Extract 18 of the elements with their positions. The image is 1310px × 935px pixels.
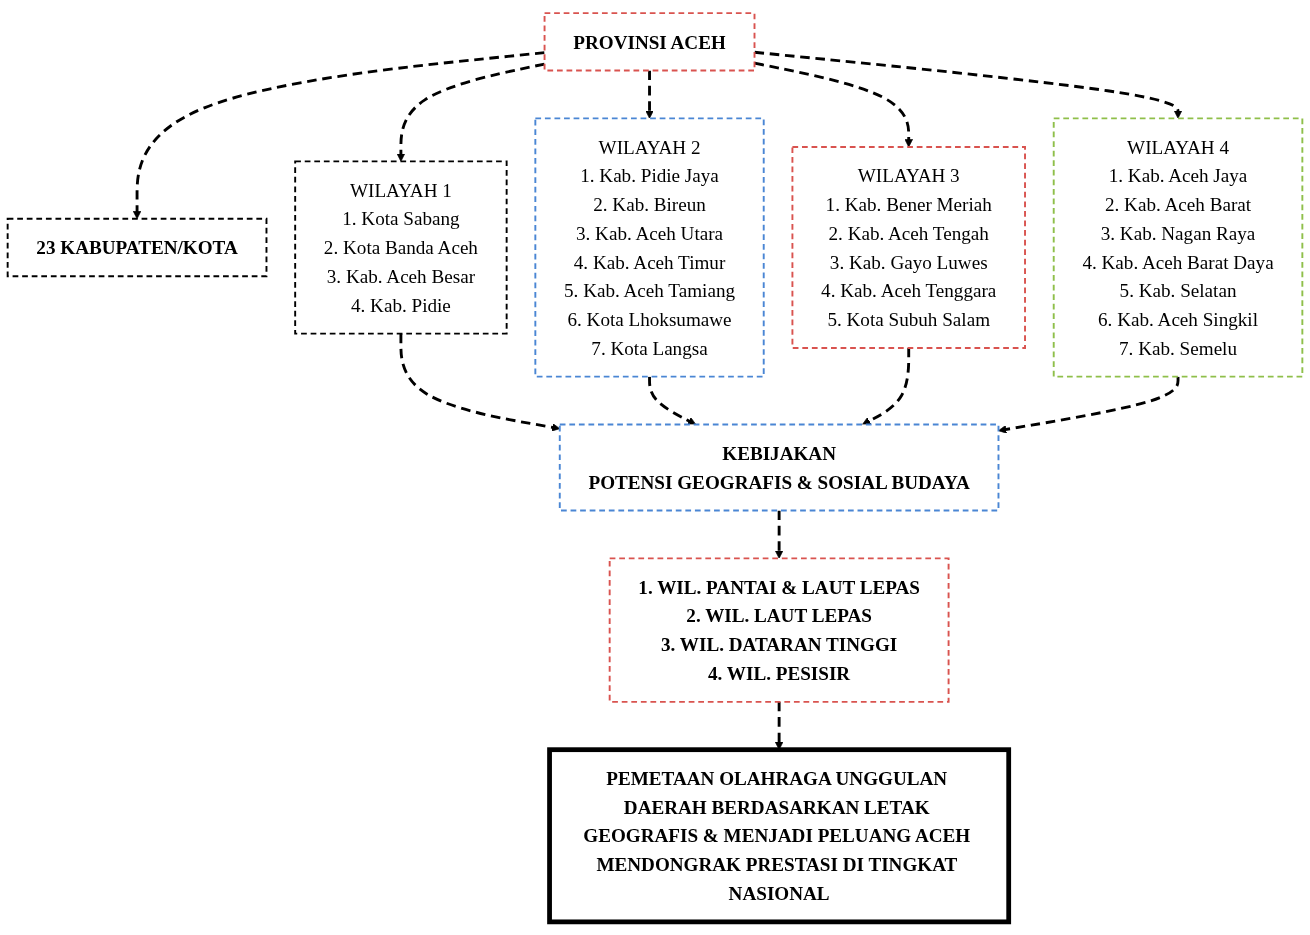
node-box: PROVINSI ACEH <box>543 12 756 72</box>
node-box: KEBIJAKAN POTENSI GEOGRAFIS & SOSIAL BUDAYA <box>558 423 1000 512</box>
node-box: 1. WIL. PANTAI & LAUT LEPAS 2. WIL. LAUT LEPAS 3. WIL. DATARAN TINGGI 4. WIL. PESISIR <box>608 557 950 703</box>
node-box: WILAYAH 1 1. Kota Sabang 2. Kota Banda Aceh 3. Kab. Aceh Besar 4. Kab. Pidie <box>294 160 508 335</box>
arrow <box>396 62 545 162</box>
node-box: WILAYAH 3 1. Kab. Bener Meriah 2. Kab. Aceh Tengah 3. Kab. Gayo Luwes 4. Kab. Aceh Tenggara 5. Kota Subuh Salam <box>791 146 1026 349</box>
node-box: WILAYAH 2 1. Kab. Pidie Jaya 2. Kab. Bireun 3. Kab. Aceh Utara 4. Kab. Aceh Timur 5. Kab. Aceh Tamiang 6. Kota Lhoksumawe 7. Kota Langsa <box>534 117 765 378</box>
node-box: PEMETAAN OLAHRAGA UNGGULAN DAERAH BERDASARKAN LETAK GEOGRAFIS & MENJADI PELUANG ACEH MENDONGRAK PRESTASI DI TINGKAT NASIONAL <box>547 747 1012 925</box>
node-box: 23 KABUPATEN/KOTA <box>6 217 268 278</box>
arrow <box>132 51 545 220</box>
node-box: WILAYAH 4 1. Kab. Aceh Jaya 2. Kab. Aceh Barat 3. Kab. Nagan Raya 4. Kab. Aceh Barat Daya 5. Kab. Selatan 6. Kab. Aceh Singkil 7. Kab. Semelu <box>1052 117 1304 378</box>
arrow <box>774 510 784 559</box>
arrow <box>648 376 697 425</box>
arrow <box>998 376 1180 434</box>
arrow <box>754 50 1183 119</box>
arrow <box>862 347 911 425</box>
arrow <box>754 61 913 148</box>
arrow <box>645 70 654 119</box>
